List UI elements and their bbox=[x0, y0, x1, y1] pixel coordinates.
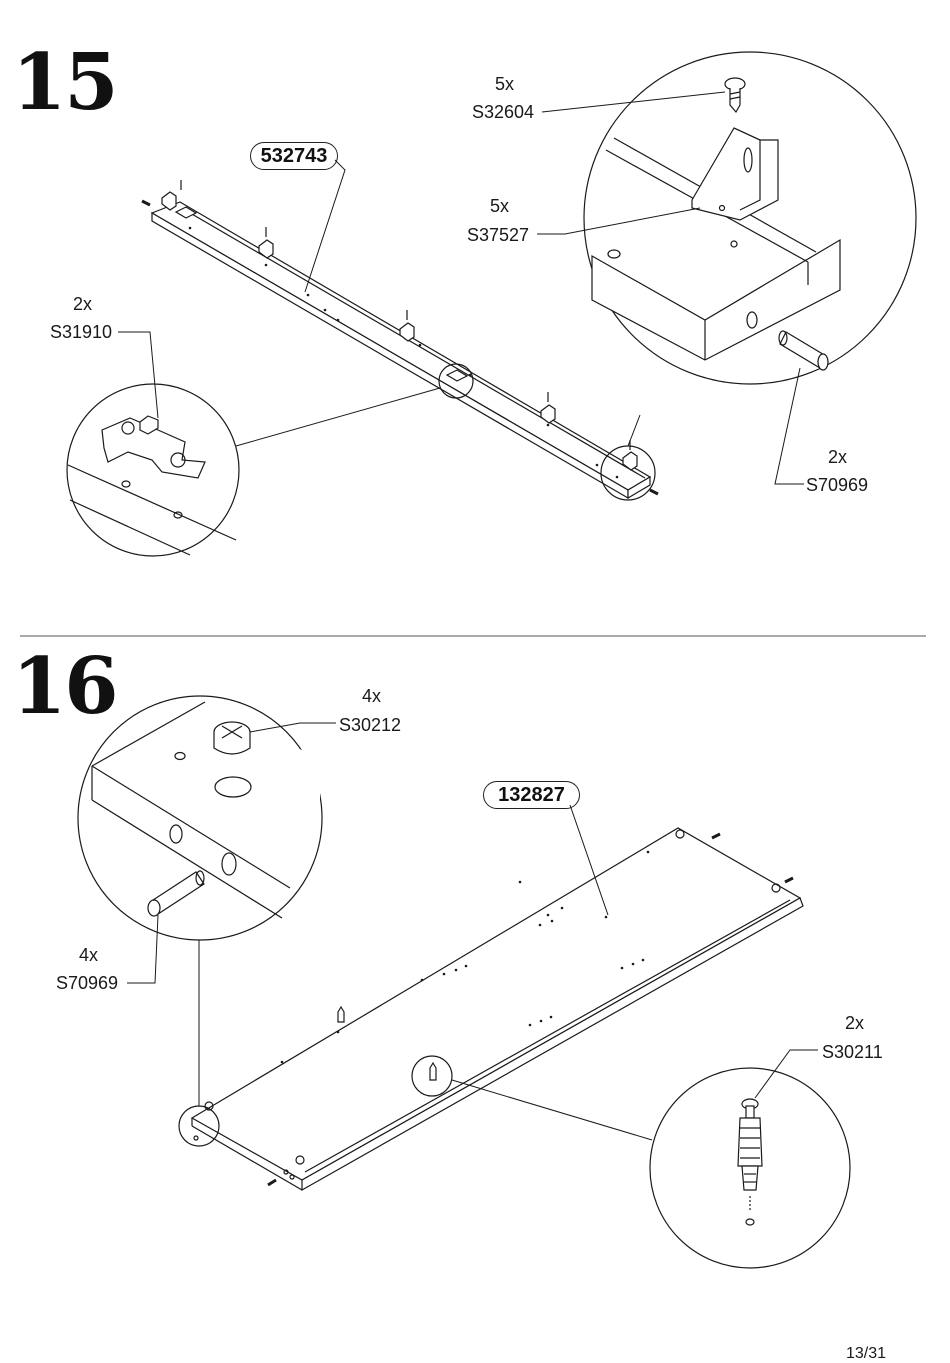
step-15-part-id: 532743 bbox=[250, 142, 338, 170]
step-15-screw-code: S32604 bbox=[472, 102, 535, 122]
step-16-camlock-code: S30212 bbox=[339, 715, 402, 735]
detail-connector-view bbox=[66, 331, 441, 557]
cam-lock-icon bbox=[213, 721, 251, 755]
step-16-dowel-code: S70969 bbox=[56, 973, 119, 993]
step-16-number: 16 bbox=[12, 641, 119, 732]
rail-panel-532743 bbox=[141, 199, 659, 500]
connector-plate-icon bbox=[101, 415, 206, 479]
step-15-connector-qty: 2x bbox=[73, 294, 93, 314]
step-16-camlock-qty: 4x bbox=[362, 686, 382, 706]
step-15-screw-qty: 5x bbox=[495, 74, 515, 94]
step-16-part-id: 132827 bbox=[483, 781, 580, 809]
detail-camlock-view bbox=[77, 695, 336, 1106]
page-number: 13/31 bbox=[846, 1345, 887, 1362]
screw-icon bbox=[724, 77, 746, 114]
step-16-cambolt-qty: 2x bbox=[845, 1013, 865, 1033]
step-15-dowel-code: S70969 bbox=[806, 475, 869, 495]
step-16-cambolt-code: S30211 bbox=[822, 1042, 883, 1062]
board-panel-132827 bbox=[190, 827, 804, 1192]
cam-bolt-icon bbox=[737, 1098, 763, 1226]
rail-brackets bbox=[161, 180, 638, 471]
step-15-connector-code: S31910 bbox=[50, 322, 113, 342]
step-15-bracket-code: S37527 bbox=[467, 225, 530, 245]
step-15-bracket-qty: 5x bbox=[490, 196, 510, 216]
step-15-dowel-qty: 2x bbox=[828, 447, 848, 467]
wooden-dowel-icon bbox=[147, 870, 205, 917]
wooden-dowel-icon bbox=[778, 330, 829, 371]
detail-bracket-view bbox=[537, 51, 917, 485]
step-15-number: 15 bbox=[12, 37, 119, 128]
detail-cambolt-view bbox=[451, 1049, 851, 1269]
step-16-dowel-qty: 4x bbox=[79, 945, 99, 965]
